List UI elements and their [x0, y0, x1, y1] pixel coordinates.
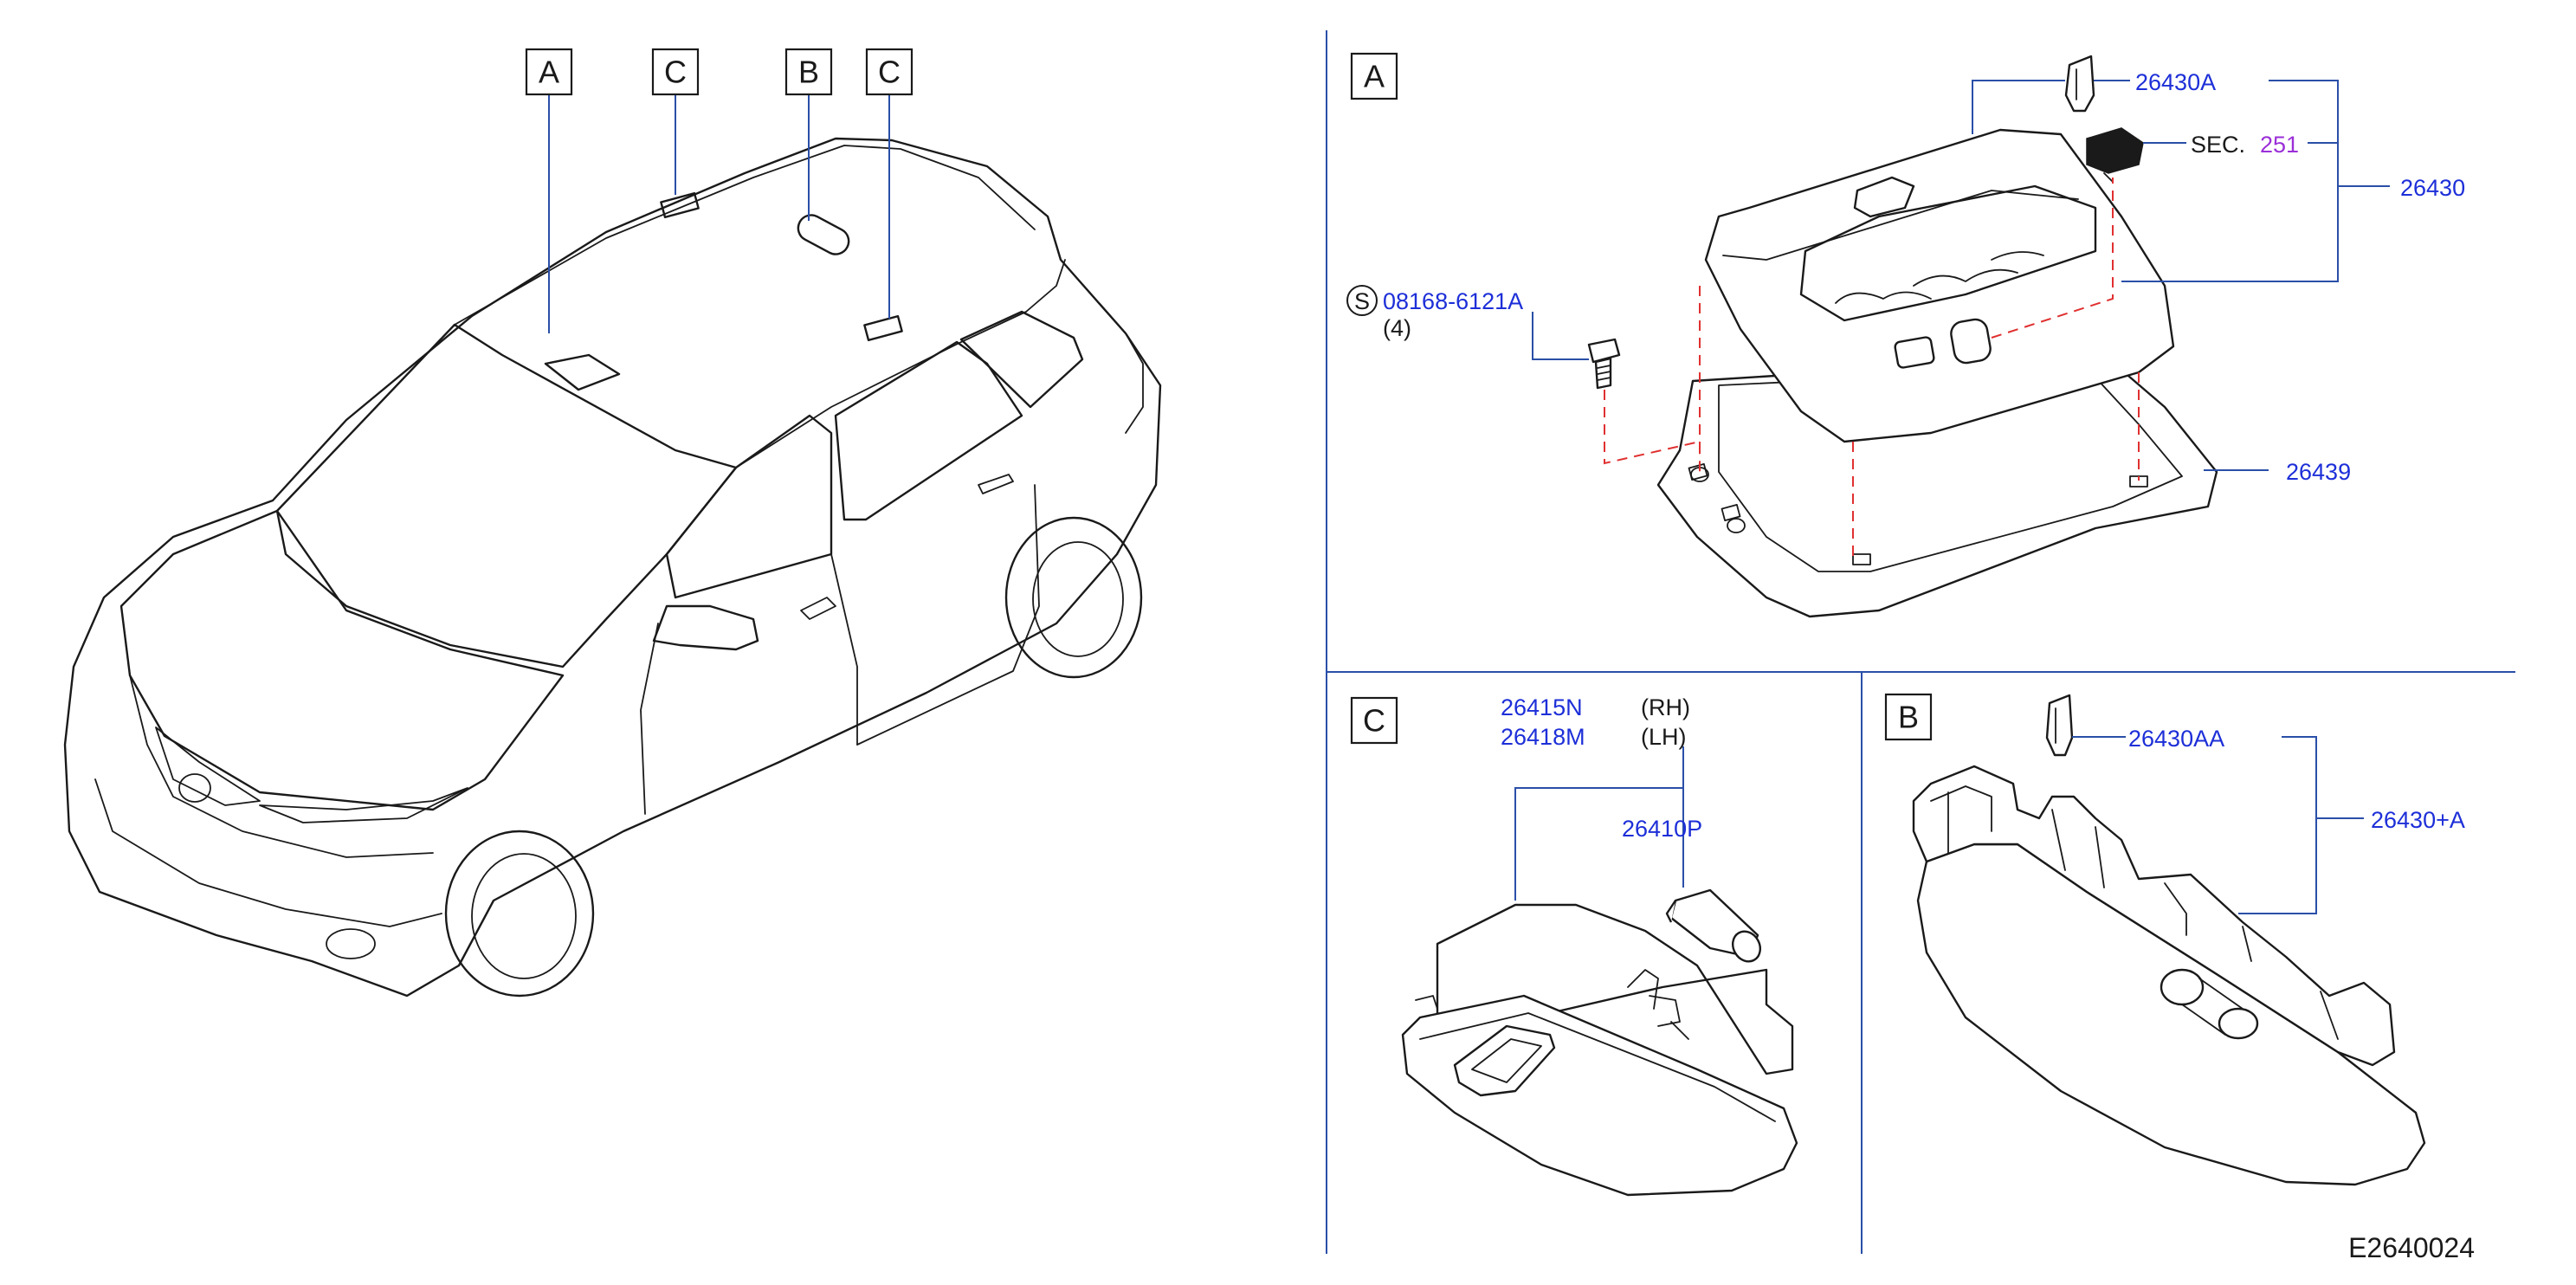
label-sec-number[interactable]: 251 [2260, 132, 2299, 158]
roof-marker-b [797, 214, 850, 255]
label-26410p: 26410P [1622, 816, 1702, 842]
callout-c-front[interactable]: C [651, 48, 700, 96]
view-c-label: C [1350, 696, 1398, 745]
label-26430-plus-a: 26430+A [2371, 807, 2465, 833]
label-26439: 26439 [2286, 459, 2351, 485]
svg-text:B: B [798, 55, 819, 90]
roof-marker-c-front [660, 191, 700, 219]
roof-marker-a [544, 353, 621, 391]
svg-text:C: C [664, 55, 687, 90]
callout-a[interactable]: A [525, 48, 573, 96]
view-b-panel: B 26430AA 26430+A [1884, 693, 2465, 1186]
label-08168-6121a: 08168-6121A [1383, 288, 1523, 314]
label-lh: (LH) [1641, 724, 1687, 750]
vehicle-illustration: A C B C [63, 48, 1162, 998]
clip-26430a [2064, 55, 2095, 113]
view-a-panel: A [1346, 52, 2465, 618]
svg-text:C: C [878, 55, 901, 90]
callout-c-rear[interactable]: C [865, 48, 914, 96]
label-26430: 26430 [2400, 175, 2465, 201]
bolt-08168-6121a [1587, 338, 1621, 390]
roof-marker-c-rear [863, 314, 903, 342]
base-bracket [1656, 353, 2218, 618]
label-26418m: 26418M [1501, 724, 1585, 750]
view-c-panel: C 26415N (RH) 26418M (LH) 26410P [1350, 694, 1798, 1197]
svg-text:B: B [1898, 700, 1919, 735]
label-sec-prefix: SEC. [2191, 132, 2245, 158]
label-26415n: 26415N [1501, 694, 1583, 720]
label-rh: (RH) [1641, 694, 1690, 720]
label-26430a: 26430A [2135, 69, 2216, 95]
view-a-label: A [1350, 52, 1398, 100]
cargo-lamp-housing [1436, 903, 1794, 1075]
label-bolt-qty: (4) [1383, 315, 1411, 341]
label-26430aa: 26430AA [2128, 726, 2224, 752]
callout-b[interactable]: B [784, 48, 833, 96]
svg-text:A: A [539, 55, 559, 90]
svg-text:A: A [1364, 59, 1385, 94]
clip-26430aa [2045, 694, 2074, 757]
circled-s-symbol: S [1346, 285, 1378, 316]
svg-text:S: S [1354, 288, 1370, 314]
diagram-code: E2640024 [2348, 1232, 2475, 1263]
svg-text:C: C [1363, 703, 1385, 739]
bulb-26410p [1665, 888, 1762, 963]
map-lamp-assembly [1704, 128, 2175, 443]
view-b-label: B [1884, 693, 1933, 741]
